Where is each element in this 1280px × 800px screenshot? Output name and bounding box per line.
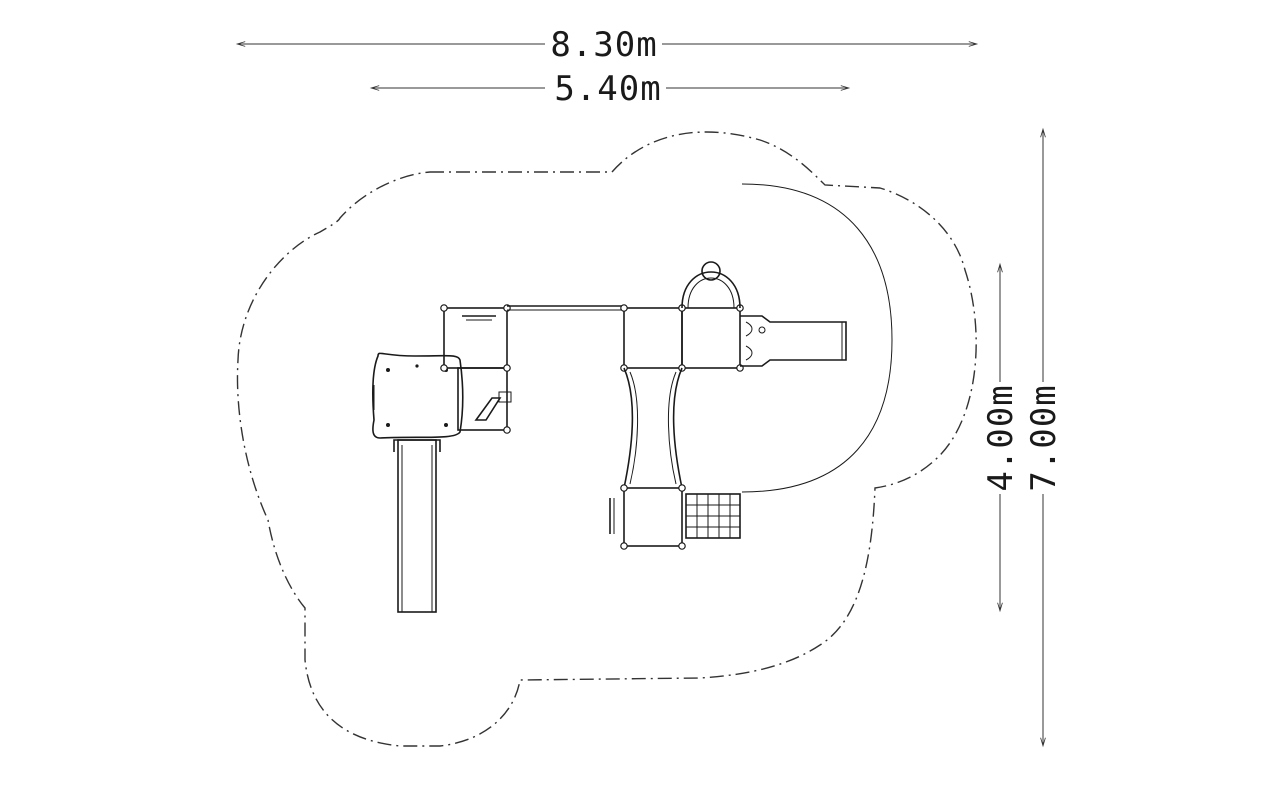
long-slide (393, 439, 441, 613)
equipment-width-dimension: 5.40m (369, 69, 851, 109)
overall-depth-dimension: 7.00m (1024, 127, 1064, 748)
slide-zone-curve (741, 183, 893, 493)
left-tower (440, 304, 512, 434)
overall-depth-label: 7.00m (1024, 384, 1064, 491)
bottom-platform (609, 484, 686, 550)
connecting-bridge (507, 305, 624, 311)
short-slide (740, 315, 847, 367)
overall-width-dimension: 8.30m (235, 25, 979, 65)
equipment-depth-label: 4.00m (981, 384, 1021, 491)
equipment-width-label: 5.40m (554, 69, 661, 109)
roof-canopy (372, 352, 464, 439)
right-tower (620, 304, 744, 372)
equipment-depth-dimension: 4.00m (981, 262, 1021, 613)
arch-climber (681, 261, 741, 309)
curved-tunnel-bridge (623, 367, 683, 489)
overall-width-label: 8.30m (550, 25, 657, 65)
safety-zone-outline (236, 131, 977, 747)
climbing-net (685, 493, 741, 539)
